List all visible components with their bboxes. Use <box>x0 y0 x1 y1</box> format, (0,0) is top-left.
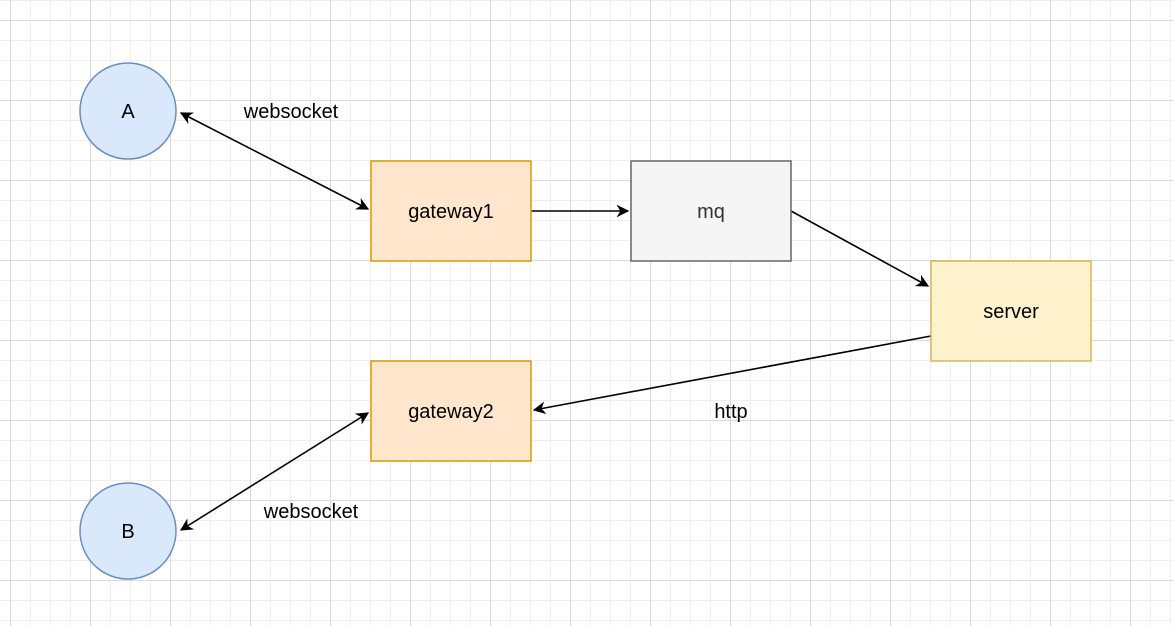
node-a-shape <box>79 62 177 160</box>
node-a-label: A <box>121 101 135 123</box>
node-mq-shape <box>630 160 792 262</box>
node-gateway2-shape <box>370 360 532 462</box>
edge-label-gateway2-b: websocket <box>263 501 359 523</box>
node-server[interactable]: server <box>930 260 1092 362</box>
node-gateway2-label: gateway2 <box>408 401 494 423</box>
node-server-shape <box>930 260 1092 362</box>
edge-label-a-gateway1: websocket <box>243 101 339 123</box>
edge-server-gateway2[interactable] <box>532 335 932 415</box>
edge-a-gateway1[interactable] <box>179 112 370 210</box>
node-gateway2[interactable]: gateway2 <box>370 360 532 462</box>
node-a[interactable]: A <box>79 62 177 160</box>
edge-gateway2-b[interactable] <box>179 412 370 531</box>
node-b-shape <box>79 482 177 580</box>
node-gateway1[interactable]: gateway1 <box>370 160 532 262</box>
node-b-label: B <box>121 521 134 543</box>
node-server-label: server <box>983 301 1039 323</box>
node-mq-label: mq <box>697 201 725 223</box>
edge-label-server-gateway2: http <box>714 401 747 423</box>
node-mq[interactable]: mq <box>630 160 792 262</box>
node-gateway1-shape <box>370 160 532 262</box>
node-gateway1-label: gateway1 <box>408 201 494 223</box>
node-b[interactable]: B <box>79 482 177 580</box>
edge-mq-server[interactable] <box>790 210 930 287</box>
